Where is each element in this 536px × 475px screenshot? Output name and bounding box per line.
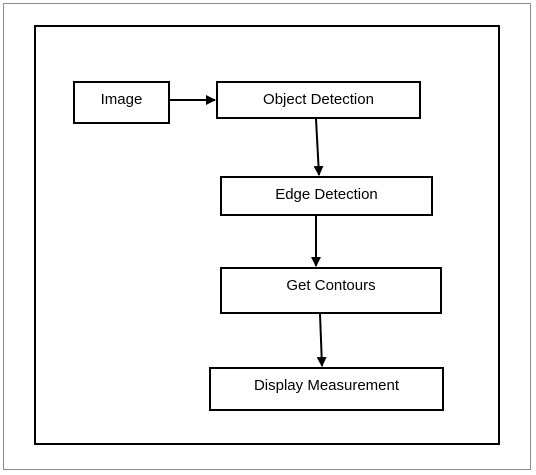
node-object-detection: Object Detection: [216, 81, 421, 119]
node-get-contours-label: Get Contours: [286, 277, 376, 294]
diagram-frame: [34, 25, 500, 445]
node-display-measurement: Display Measurement: [209, 367, 444, 411]
node-object-detection-label: Object Detection: [263, 91, 374, 108]
node-edge-detection-label: Edge Detection: [275, 186, 378, 203]
node-edge-detection: Edge Detection: [220, 176, 433, 216]
node-image: Image: [73, 81, 170, 124]
node-display-measurement-label: Display Measurement: [253, 377, 400, 394]
node-get-contours: Get Contours: [220, 267, 442, 314]
node-image-label: Image: [100, 91, 143, 108]
